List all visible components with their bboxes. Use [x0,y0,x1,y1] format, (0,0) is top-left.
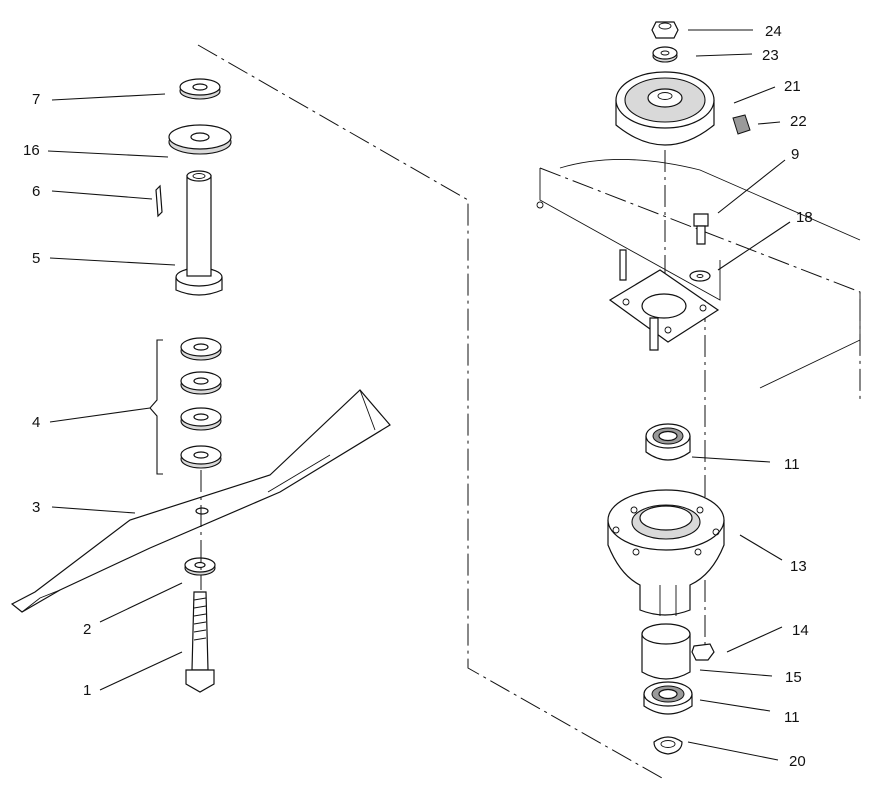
callout-24: 24 [765,23,782,40]
callout-4: 4 [32,414,40,431]
spacer-bracket [149,339,163,475]
part-24-nut [651,21,679,39]
part-22-set-screw [732,114,751,135]
part-3-blade [10,389,391,613]
part-21-pulley [615,71,715,146]
mounting-plate [608,249,720,351]
part-2-washer [184,557,216,576]
callout-labels: 7 16 6 5 4 3 2 1 24 23 21 22 9 18 11 13 … [23,23,813,770]
part-1-bolt [185,591,215,693]
part-20-snap-ring [653,736,683,755]
callout-2: 2 [83,621,91,638]
callout-15: 15 [785,669,802,686]
spacer-1 [180,337,222,361]
part-5-spindle-shaft [175,170,223,296]
part-14-nut [691,643,715,661]
callout-1: 1 [83,682,91,699]
leader-lines [47,29,791,761]
spacer-3 [180,407,222,431]
callout-6: 6 [32,183,40,200]
deck-outline [197,44,861,779]
callout-16: 16 [23,142,40,159]
callout-7: 7 [32,91,40,108]
part-11-bearing-upper [645,423,691,461]
callout-9: 9 [791,146,799,163]
part-16-spacer [168,124,232,155]
callout-13: 13 [790,558,807,575]
callout-22: 22 [790,113,807,130]
part-18-lock-washer [689,270,711,282]
part-23-washer [652,46,678,63]
part-7-washer [179,78,221,100]
part-11-bearing-lower [643,681,693,715]
callout-23: 23 [762,47,779,64]
callout-11-upper: 11 [784,456,800,473]
callout-18: 18 [796,209,813,226]
callout-5: 5 [32,250,40,267]
callout-3: 3 [32,499,40,516]
callout-20: 20 [789,753,806,770]
callout-11-lower: 11 [784,709,800,726]
part-9-bolt [693,213,709,245]
part-15-spacer [641,623,691,680]
part-13-housing [607,489,725,616]
callout-21: 21 [784,78,801,95]
part-4-spacers [149,337,222,475]
spacer-4 [180,445,222,469]
spacer-2 [180,371,222,395]
callout-14: 14 [792,622,809,639]
part-6-key [155,184,163,218]
